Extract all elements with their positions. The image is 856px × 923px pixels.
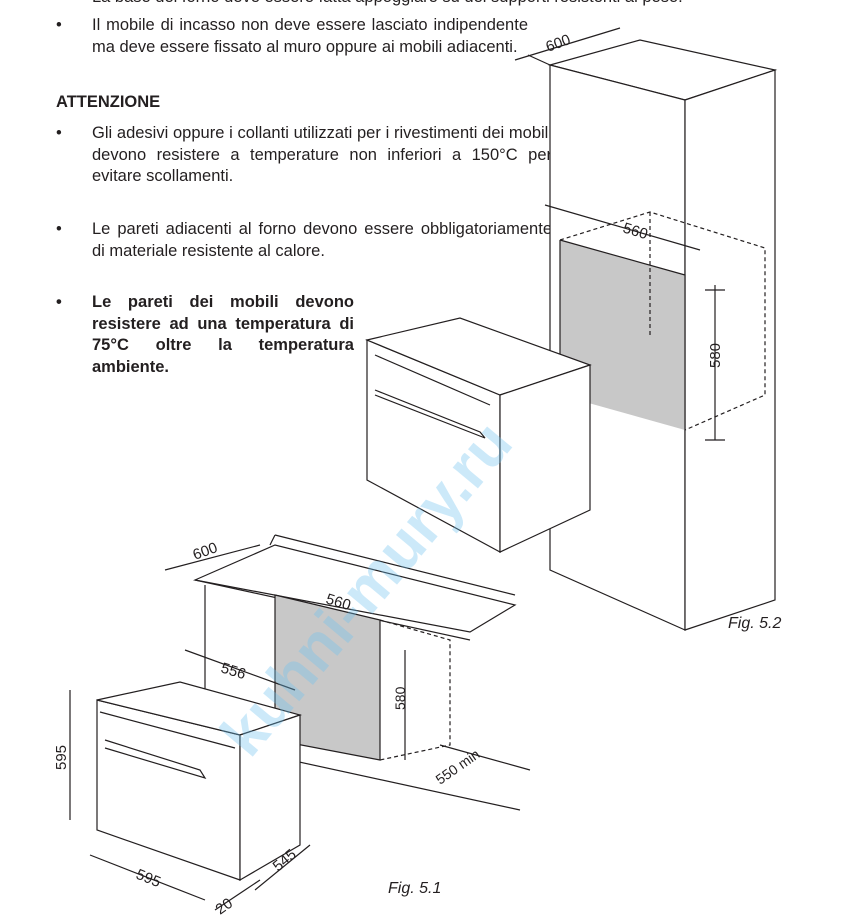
dim-550-min: 550 min [433,746,483,788]
fig51-caption: Fig. 5.1 [388,880,441,897]
bullet: • [56,220,62,238]
fig51-oven [69,681,311,911]
top-line-text: La base del forno deve essere fatta appo… [92,0,683,9]
dim-560: 560 [621,220,650,244]
dim-556: 556 [219,660,248,684]
dim-595-height: 595 [53,745,70,770]
section-heading: ATTENZIONE [56,93,161,111]
bullet: • [56,16,62,34]
bullet-text: Le pareti dei mobili devono resistere ad… [92,293,354,376]
fig51-cabinet [164,534,531,811]
bullet-text: Il mobile di incasso non deve essere las… [92,16,528,56]
bullet-text: Le pareti adiacenti al forno devono esse… [92,220,552,260]
dim-600: 600 [191,539,220,564]
dim-600: 600 [544,31,573,56]
fig52-cabinet [514,27,778,631]
dim-560: 560 [324,591,353,615]
dim-595-width: 595 [134,866,164,891]
dim-580: 580 [707,343,724,368]
fig52-caption: Fig. 5.2 [728,615,781,632]
bullet: • [56,124,62,142]
fig52-oven [365,317,592,554]
bullet-text: Gli adesivi oppure i collanti utilizzati… [92,124,552,185]
dim-580: 580 [392,686,408,710]
dim-20: 20 [213,895,236,918]
bullet: • [56,293,62,311]
